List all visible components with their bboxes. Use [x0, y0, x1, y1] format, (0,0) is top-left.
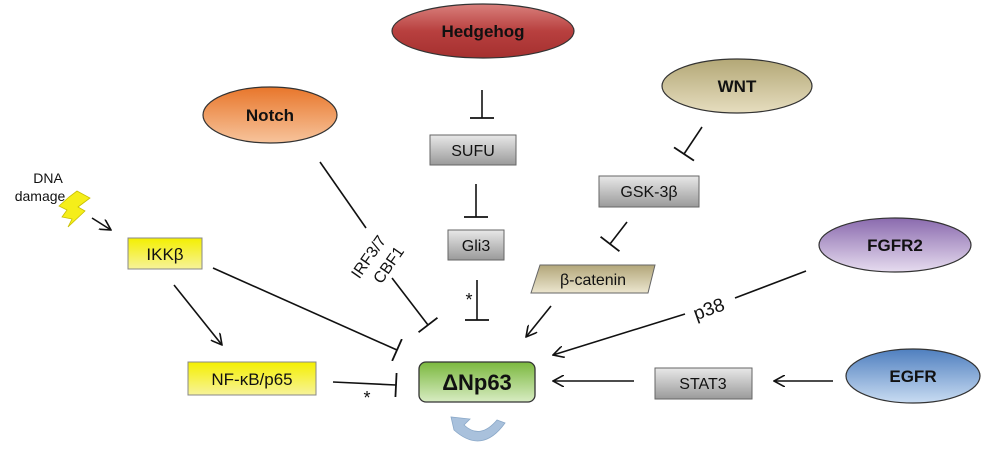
node-gsk3b-label: GSK-3β [620, 184, 677, 201]
edges [91, 90, 833, 398]
node-dnp63-label: ΔNp63 [442, 370, 512, 395]
node-egfr[interactable]: EGFR [845, 348, 981, 404]
node-notch-label: Notch [246, 106, 294, 125]
edge-label-p38: p38 [691, 295, 728, 326]
node-stat3-label: STAT3 [679, 376, 727, 393]
node-nfkb-label: NF-κB/p65 [211, 370, 292, 389]
node-hedgehog[interactable]: Hedgehog [391, 3, 575, 59]
node-fgfr2[interactable]: FGFR2 [818, 217, 972, 273]
autoregulation-arrow-icon [450, 416, 506, 442]
node-gli3[interactable]: Gli3 [447, 229, 505, 261]
node-ikkb[interactable]: IKKβ [127, 237, 203, 270]
edge-star-gli3: * [465, 290, 472, 310]
node-nfkb[interactable]: NF-κB/p65 [187, 361, 317, 396]
edge-notch-dnp63-a [319, 161, 367, 229]
edge-gsk3b-bcatenin [599, 221, 628, 253]
edge-nfkb-dnp63 [332, 372, 398, 398]
node-gsk3b[interactable]: GSK-3β [598, 175, 700, 208]
edge-ikkb-nfkb [173, 284, 222, 345]
node-ikkb-label: IKKβ [146, 245, 183, 264]
edge-wnt-gsk3b [673, 126, 703, 162]
dna-damage: DNA damage [15, 170, 91, 228]
dna-damage-label-line1: DNA [33, 170, 63, 186]
edge-fgfr2-dnp63-b [553, 313, 686, 355]
node-stat3[interactable]: STAT3 [654, 367, 753, 400]
node-bcatenin[interactable]: β-catenin [530, 264, 656, 294]
node-wnt[interactable]: WNT [661, 58, 813, 114]
node-egfr-label: EGFR [889, 367, 936, 386]
node-fgfr2-label: FGFR2 [867, 236, 923, 255]
node-hedgehog-label: Hedgehog [441, 22, 524, 41]
node-sufu[interactable]: SUFU [429, 134, 517, 166]
dna-damage-label-line2: damage [15, 188, 66, 204]
edge-notch-dnp63-b [391, 277, 439, 334]
edge-ikkb-dnp63 [212, 267, 403, 362]
edge-fgfr2-dnp63-a [734, 270, 807, 299]
edge-bcatenin-dnp63 [526, 305, 552, 337]
node-notch[interactable]: Notch [202, 86, 338, 144]
node-dnp63[interactable]: ΔNp63 [418, 361, 536, 403]
node-bcatenin-label: β-catenin [560, 272, 626, 289]
edge-star-nfkb: * [363, 388, 370, 408]
node-sufu-label: SUFU [451, 143, 495, 160]
node-wnt-label: WNT [718, 77, 757, 96]
edge-dna-ikkb [91, 217, 111, 230]
node-gli3-label: Gli3 [462, 238, 491, 255]
lightning-bolt-icon [58, 190, 91, 228]
